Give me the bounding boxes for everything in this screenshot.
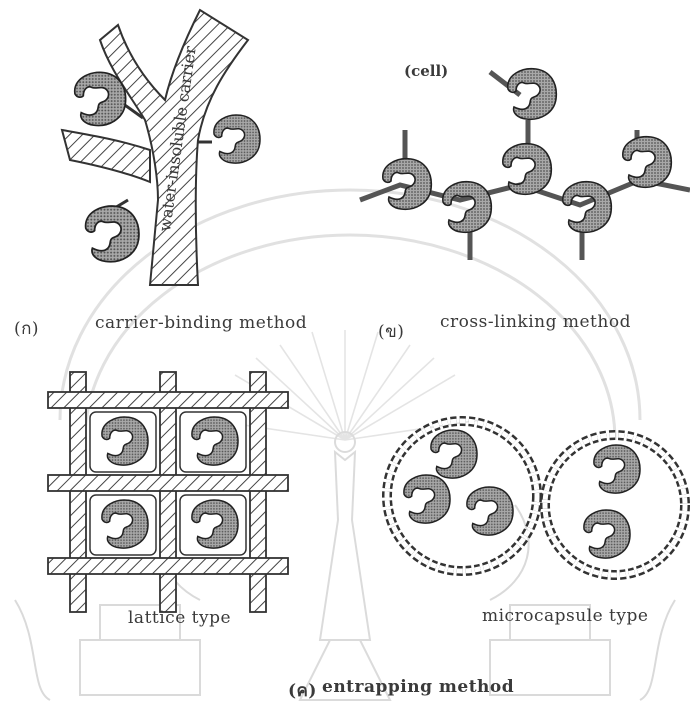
enzyme-molecule — [594, 445, 640, 493]
enzyme-molecule — [214, 115, 260, 163]
panel-b-caption: cross-linking method — [440, 312, 631, 332]
enzyme-molecule — [86, 206, 139, 262]
panel-cross-linking — [360, 69, 690, 260]
enzyme-molecule — [431, 430, 477, 478]
panel-microcapsule-type — [387, 421, 685, 575]
enzyme-molecule — [75, 72, 126, 125]
panel-a-caption: carrier-binding method — [95, 313, 307, 333]
panel-lattice-type — [48, 372, 288, 612]
panel-c-marker: (ค) — [288, 677, 317, 704]
enzyme-molecule — [563, 182, 611, 233]
enzyme-molecule — [623, 137, 671, 188]
panel-c-caption: entrapping method — [322, 677, 514, 697]
carrier-branch — [62, 130, 150, 182]
enzyme-molecule — [404, 475, 450, 523]
cell-label: (cell) — [404, 62, 448, 80]
panel-b-marker: (ข) — [378, 318, 404, 345]
enzyme-molecule — [467, 487, 513, 535]
microcapsule-caption: microcapsule type — [482, 606, 648, 626]
enzyme-molecule — [584, 510, 630, 558]
panel-carrier-binding — [62, 10, 260, 285]
panel-a-marker: (ก) — [14, 315, 39, 342]
enzyme-molecule — [383, 159, 431, 210]
lattice-caption: lattice type — [128, 608, 231, 628]
enzyme-molecule — [503, 144, 551, 195]
enzyme-molecule — [443, 182, 491, 233]
